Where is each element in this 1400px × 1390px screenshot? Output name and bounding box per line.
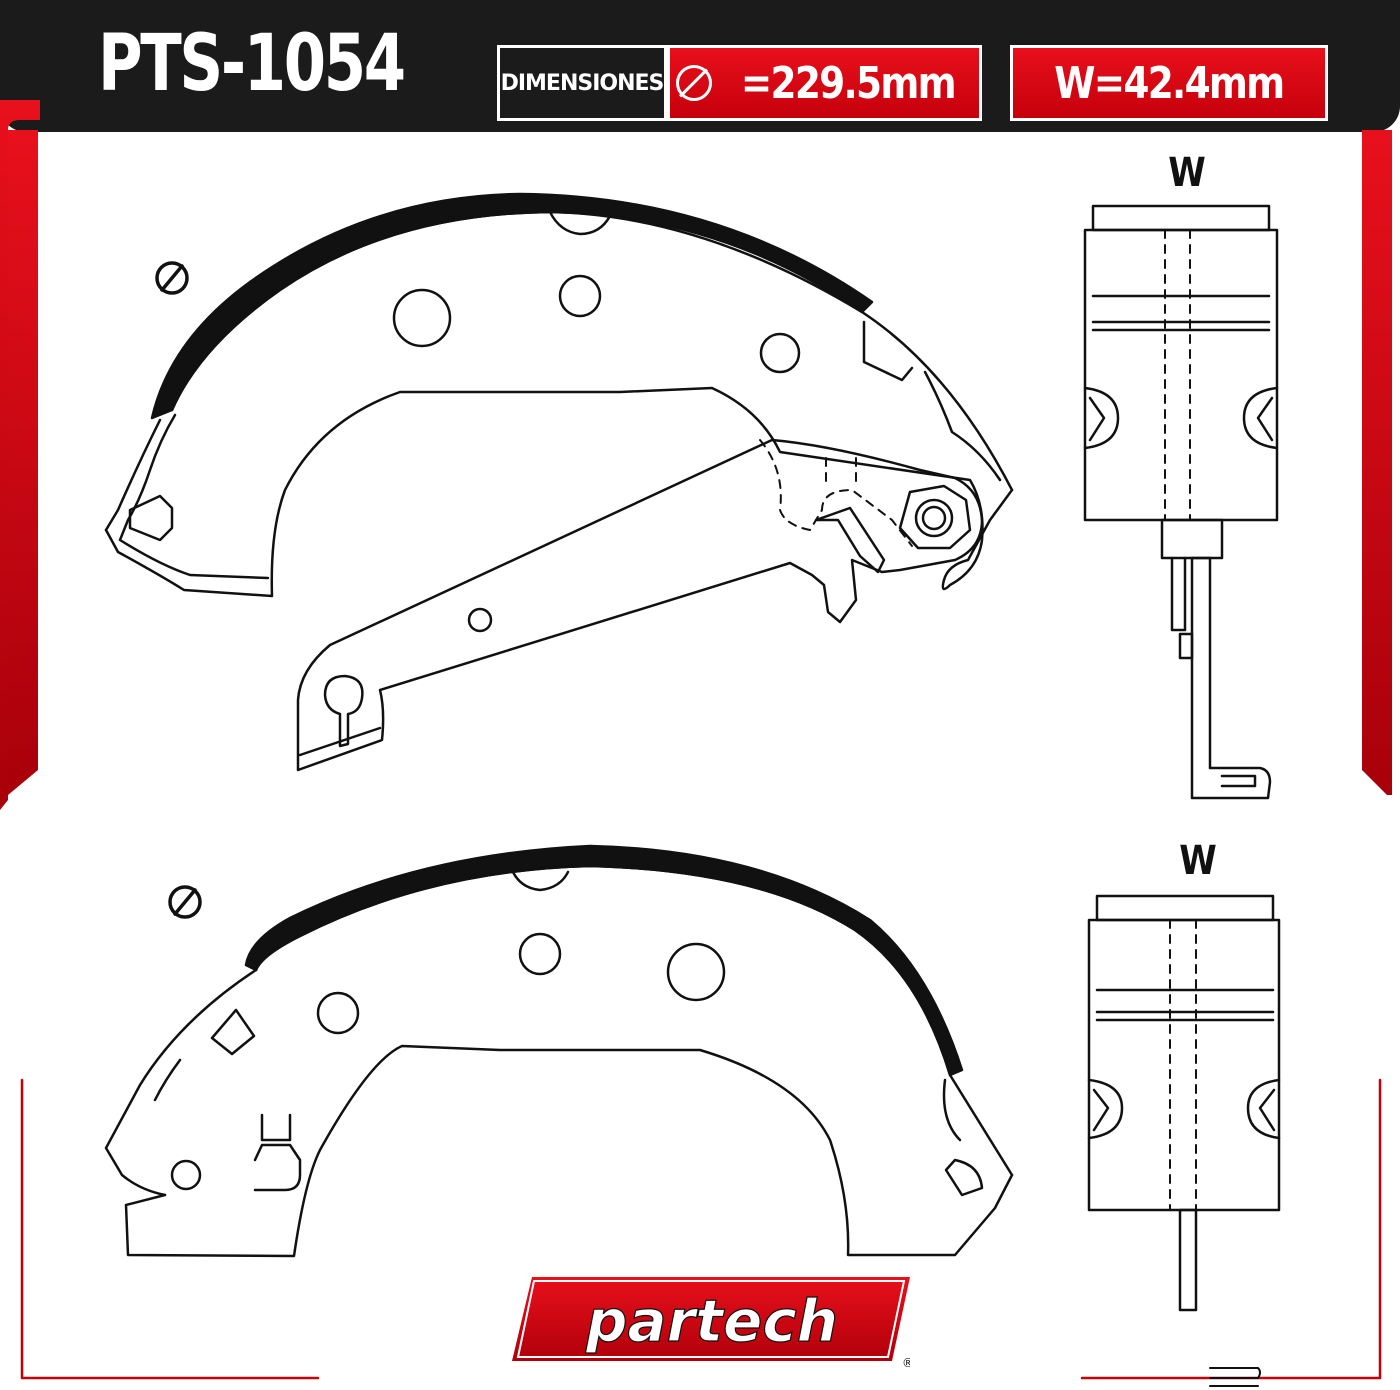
- bottom-shoe-hole-4: [666, 942, 726, 1002]
- bottom-side-view: [1087, 894, 1281, 1312]
- width-box: W=42.4mm: [1010, 45, 1328, 121]
- bottom-shoe-hole-1: [170, 1159, 202, 1191]
- brand-logo-text: partech: [585, 1287, 838, 1355]
- brand-registered-mark: ®: [902, 1356, 910, 1367]
- top-shoe-hole-1: [392, 288, 452, 348]
- top-adjuster-nut: [898, 484, 972, 550]
- top-brake-shoe: [104, 192, 1014, 772]
- right-red-frame: [1362, 130, 1392, 800]
- top-shoe-table: [170, 210, 1014, 492]
- dimensions-label: DIMENSIONES: [497, 45, 667, 121]
- top-shoe-hole-3: [759, 332, 801, 374]
- bottom-shoe-lining: [244, 844, 964, 1077]
- bottom-shoe-hole-3: [518, 932, 562, 976]
- bottom-frame-lines: [20, 1078, 1382, 1380]
- left-red-frame: [0, 100, 40, 810]
- bottom-brake-shoe: [104, 844, 1014, 1258]
- top-diameter-symbol: [155, 261, 189, 295]
- top-shoe-hole-2: [558, 274, 602, 318]
- bottom-shoe-web: [124, 1044, 1014, 1258]
- top-parking-lever: [296, 438, 984, 772]
- diameter-box: =229.5mm: [667, 45, 982, 121]
- diameter-value: =229.5mm: [740, 57, 957, 109]
- header-bar: PTS-1054 DIMENSIONES =229.5mm W=42.4mm: [0, 0, 1400, 132]
- bottom-shoe-hole-2: [316, 991, 360, 1035]
- width-value: W=42.4mm: [1054, 57, 1285, 109]
- dimensions-label-text: DIMENSIONES: [500, 70, 665, 96]
- top-width-label: W: [1168, 150, 1206, 196]
- bottom-width-label: W: [1179, 838, 1217, 884]
- diameter-icon: [675, 65, 712, 101]
- brand-logo: partech ®: [512, 1277, 910, 1367]
- top-side-view: [1083, 204, 1279, 800]
- part-number: PTS-1054: [98, 19, 406, 109]
- bottom-diameter-symbol: [168, 885, 202, 919]
- top-shoe-web: [104, 386, 1014, 598]
